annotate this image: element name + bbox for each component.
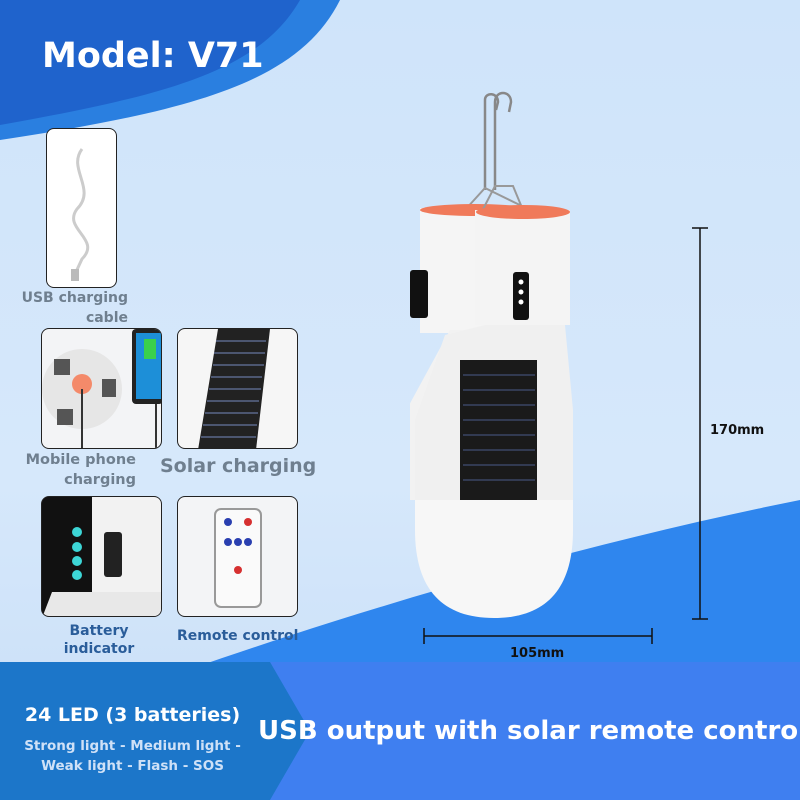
phone-charging-label: Mobile phone charging — [25, 452, 136, 488]
width-dimension: 105mm — [510, 646, 565, 661]
modes-line-1: Strong light - Medium light - — [24, 738, 241, 754]
remote-control-icon — [177, 496, 298, 617]
phone-charging-icon — [41, 328, 162, 449]
headline: USB output with solar remote control — [258, 716, 800, 746]
led-spec: 24 LED (3 batteries) — [24, 704, 241, 726]
footer-band-left — [0, 662, 310, 800]
usb-cable-label: USB charging cable — [21, 290, 128, 326]
battery-indicator-label: Battery indicator — [63, 623, 135, 657]
solar-panel-icon — [177, 328, 298, 449]
modes-line-2: Weak light - Flash - SOS — [41, 758, 224, 774]
solar-charging-label: Solar charging — [160, 455, 317, 477]
usb-cable-icon — [46, 128, 117, 288]
bulb-body — [415, 91, 573, 618]
battery-indicator-icon — [41, 496, 162, 617]
light-modes: Strong light - Medium light - Weak light… — [0, 736, 265, 776]
footer-band-right — [260, 662, 800, 800]
remote-control-label: Remote control — [177, 628, 299, 644]
model-title: Model: V71 — [42, 36, 264, 76]
height-dimension: 170mm — [710, 423, 765, 438]
